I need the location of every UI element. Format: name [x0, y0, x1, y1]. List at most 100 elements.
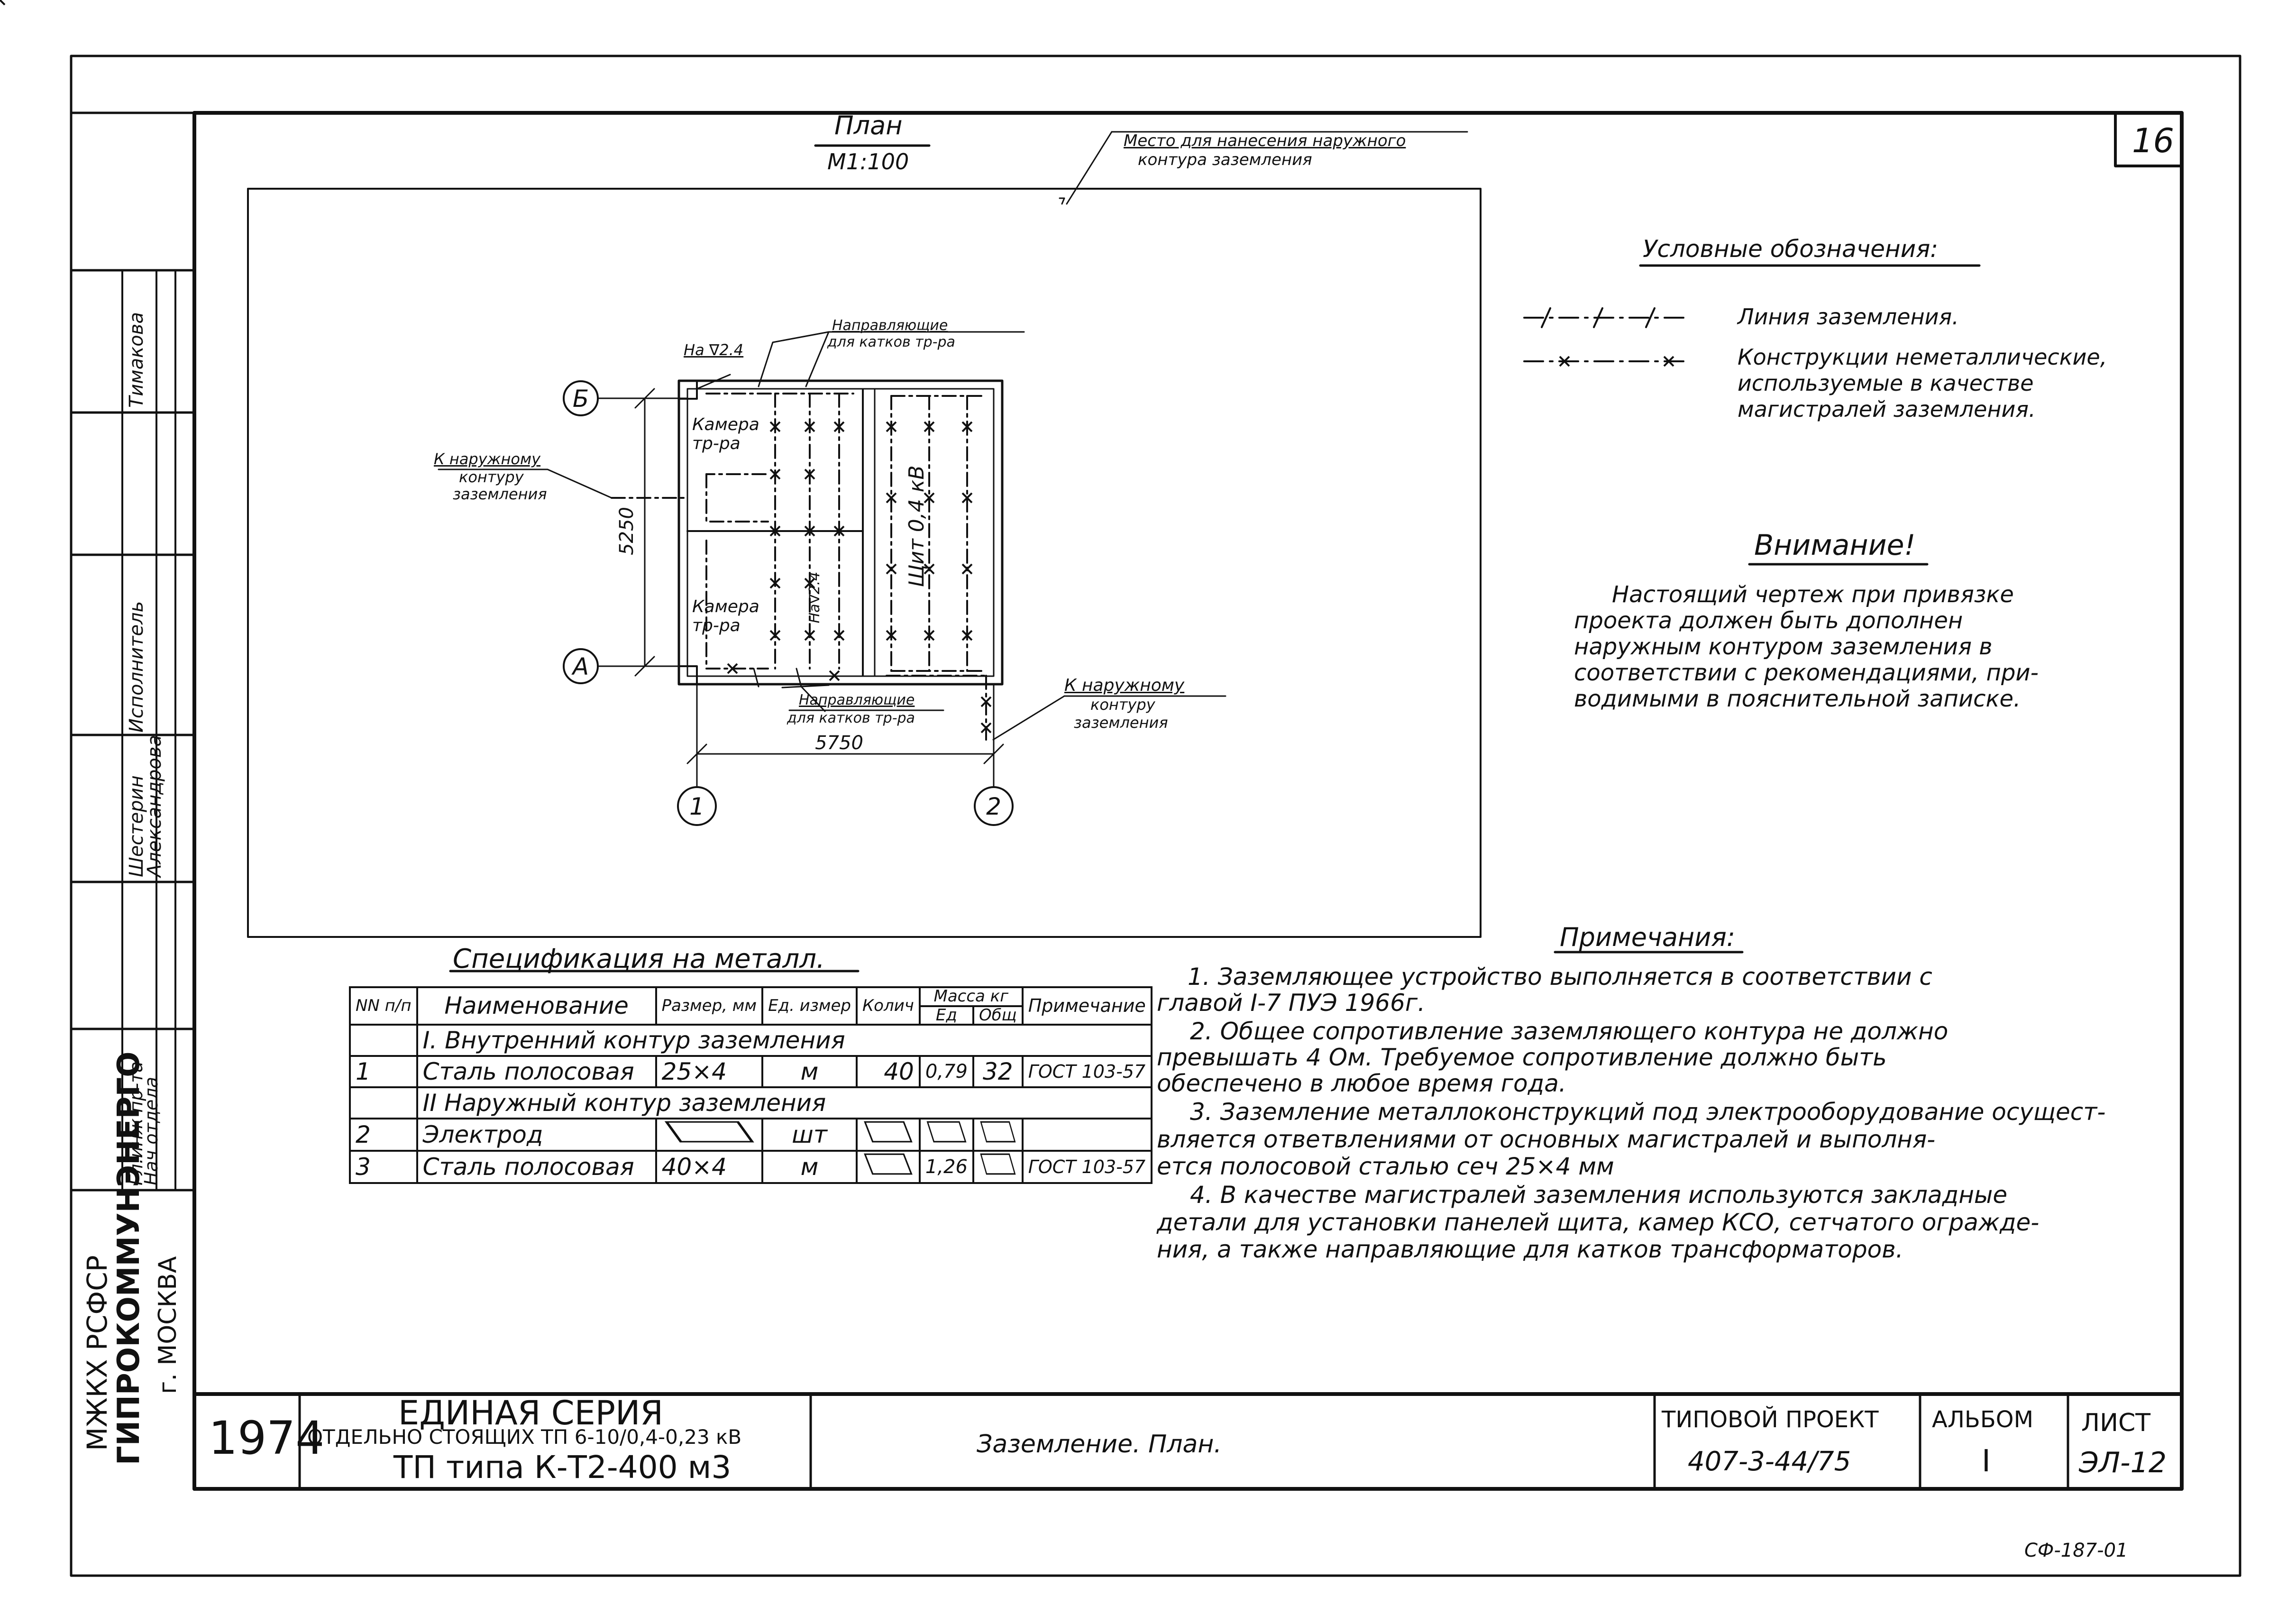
- note-line-3: 2. Общее сопротивление заземляющего конт…: [1190, 1018, 1948, 1045]
- spec-header-num: NN п/п: [349, 986, 418, 1026]
- building-outline: [677, 379, 1004, 686]
- attention-line-2: проекта должен быть дополнен: [1574, 607, 1963, 634]
- tb-tp-type: ТП типа К-Т2-400 м3: [393, 1449, 732, 1486]
- axis-label-2: 2: [986, 793, 1001, 820]
- axis-bubble-1: [677, 786, 717, 826]
- note-line-2: главой I-7 ПУЭ 1966г.: [1157, 989, 1426, 1017]
- slash-cell: [972, 1150, 1024, 1184]
- specification-table: NN п/п Наименование Размер, мм Ед. измер…: [349, 986, 1153, 1184]
- spec-header-note: Примечание: [1021, 986, 1153, 1026]
- legend-title: Условные обозначения:: [1643, 235, 1939, 263]
- spec-header-mass-unit: Ед: [918, 1005, 974, 1026]
- guides-top-line2: для катков тр-ра: [827, 334, 955, 350]
- table-row: 3 Сталь полосовая 40×4 м 1,26 ГОСТ 103-5…: [349, 1150, 1153, 1184]
- axis-bubble-a: [563, 648, 599, 684]
- spec-section-1-title: I. Внутренний контур заземления: [416, 1024, 1153, 1057]
- to-outer-right-line2: контуру: [1090, 696, 1155, 714]
- axis-label-b: Б: [573, 385, 589, 413]
- attention-line-5: водимыми в пояснительной записке.: [1574, 686, 2021, 712]
- table-row: 1 Сталь полосовая 25×4 м 40 0,79 32 ГОСТ…: [349, 1055, 1153, 1089]
- to-outer-left-line3: заземления: [453, 485, 547, 503]
- inner-frame: [192, 111, 2184, 1491]
- note-line-7: вляется ответвлениями от основных магист…: [1157, 1126, 1936, 1153]
- outer-contour-place-line1: Место для нанесения наружного: [1124, 131, 1406, 150]
- tb-year: 1974: [209, 1412, 325, 1465]
- dimension-height: 5250: [616, 507, 638, 555]
- slash-cell: [918, 1118, 974, 1152]
- slash-cell: [972, 1118, 1024, 1152]
- legend-item-2-line3: магистралей заземления.: [1738, 396, 2036, 422]
- to-outer-right-line3: заземления: [1074, 714, 1168, 732]
- note-line-10: детали для установки панелей щита, камер…: [1157, 1209, 2040, 1236]
- attention-line-4: соответствии с рекомендациями, при-: [1574, 660, 2039, 686]
- spec-section-2-title: II Наружный контур заземления: [416, 1086, 1153, 1120]
- to-outer-left-line1: К наружному: [434, 450, 541, 468]
- level-mid-label: На∇2.4: [806, 572, 823, 624]
- guides-bottom-line2: для катков тр-ра: [787, 710, 915, 726]
- sidebar-name-2: Александрова: [144, 735, 165, 877]
- tb-series-title: ЕДИНАЯ СЕРИЯ: [398, 1394, 664, 1432]
- chamber-bottom-line1: Камера: [692, 597, 759, 616]
- slash-cell: [655, 1118, 764, 1152]
- tb-project-number: 407-3-44/75: [1688, 1446, 1851, 1477]
- level-top-label: На ∇2.4: [684, 341, 744, 359]
- sheet-number: 16: [2132, 121, 2175, 160]
- slash-cell: [856, 1150, 921, 1184]
- note-line-5: обеспечено в любое время года.: [1157, 1070, 1566, 1097]
- attention-title: Внимание!: [1754, 529, 1916, 562]
- axis-bubble-b: [563, 380, 599, 416]
- outer-contour-place-line2: контура заземления: [1138, 150, 1312, 169]
- slash-cell: [856, 1118, 921, 1152]
- corner-code: СФ-187-01: [2024, 1540, 2128, 1561]
- dimension-width: 5750: [815, 732, 863, 754]
- sidebar-org-line1: МЖКХ РСФСР: [81, 1255, 113, 1451]
- spec-header-mass: Масса кг: [918, 986, 1024, 1007]
- note-line-9: 4. В качестве магистралей заземления исп…: [1190, 1181, 2008, 1209]
- note-line-1: 1. Заземляющее устройство выполняется в …: [1188, 963, 1932, 991]
- tb-album-number: I: [1982, 1444, 1991, 1479]
- chamber-top-line2: тр-ра: [692, 434, 741, 453]
- tb-project-label: ТИПОВОЙ ПРОЕКТ: [1662, 1406, 1879, 1433]
- sidebar-role-3: Исполнитель: [126, 601, 147, 733]
- notes-title: Примечания:: [1560, 922, 1736, 952]
- spec-title: Спецификация на металл.: [453, 944, 825, 974]
- panel-label: Щит 0,4 кВ: [905, 465, 929, 587]
- note-line-8: ется полосовой сталью сеч 25×4 мм: [1157, 1153, 1614, 1180]
- to-outer-left-line2: контуру: [459, 468, 524, 486]
- axis-label-1: 1: [689, 793, 704, 820]
- note-line-4: превышать 4 Ом. Требуемое сопротивление …: [1157, 1044, 1887, 1071]
- tb-album-label: АЛЬБОМ: [1932, 1406, 2033, 1433]
- chamber-bottom-line2: тр-ра: [692, 616, 741, 635]
- tb-sheet-code: ЭЛ-12: [2079, 1446, 2167, 1479]
- axis-label-a: А: [571, 653, 589, 680]
- sidebar-org-line3: г. МОСКВА: [154, 1256, 182, 1394]
- guides-top-line1: Направляющие: [832, 317, 948, 334]
- spec-header-qty: Колич: [856, 986, 921, 1026]
- legend-item-2-line1: Конструкции неметаллические,: [1738, 344, 2107, 370]
- sidebar-role-2: Нач отдела: [141, 1076, 162, 1185]
- to-outer-right-line1: К наружному: [1064, 676, 1185, 695]
- outer-frame: [70, 55, 2241, 1577]
- spec-header-size: Размер, мм: [655, 986, 764, 1026]
- spec-header-name: Наименование: [416, 986, 657, 1026]
- legend-item-2-line2: используемые в качестве: [1738, 370, 2034, 396]
- tb-drawing-name: Заземление. План.: [977, 1430, 1222, 1459]
- legend-item-1: Линия заземления.: [1738, 304, 1959, 330]
- plan-frame: [247, 188, 1482, 938]
- sidebar-name-3: Тимакова: [126, 312, 147, 408]
- guides-bottom-line1: Направляющие: [799, 692, 915, 708]
- plan-title: План: [834, 110, 903, 140]
- spec-header-mass-total: Общ: [972, 1005, 1024, 1026]
- note-line-6: 3. Заземление металлоконструкций под эле…: [1190, 1098, 2106, 1126]
- attention-line-1: Настоящий чертеж при привязке: [1612, 581, 2014, 608]
- axis-bubble-2: [974, 786, 1014, 826]
- spec-header-unit: Ед. измер: [761, 986, 858, 1026]
- note-line-11: ния, а также направляющие для катков тра…: [1157, 1236, 1903, 1263]
- chamber-top-line1: Камера: [692, 415, 759, 434]
- tb-sheet-label: ЛИСТ: [2081, 1409, 2151, 1437]
- sidebar-name-1: Шестерин: [126, 775, 147, 877]
- plan-scale: М1:100: [827, 149, 909, 174]
- attention-line-3: наружным контуром заземления в: [1574, 633, 1993, 660]
